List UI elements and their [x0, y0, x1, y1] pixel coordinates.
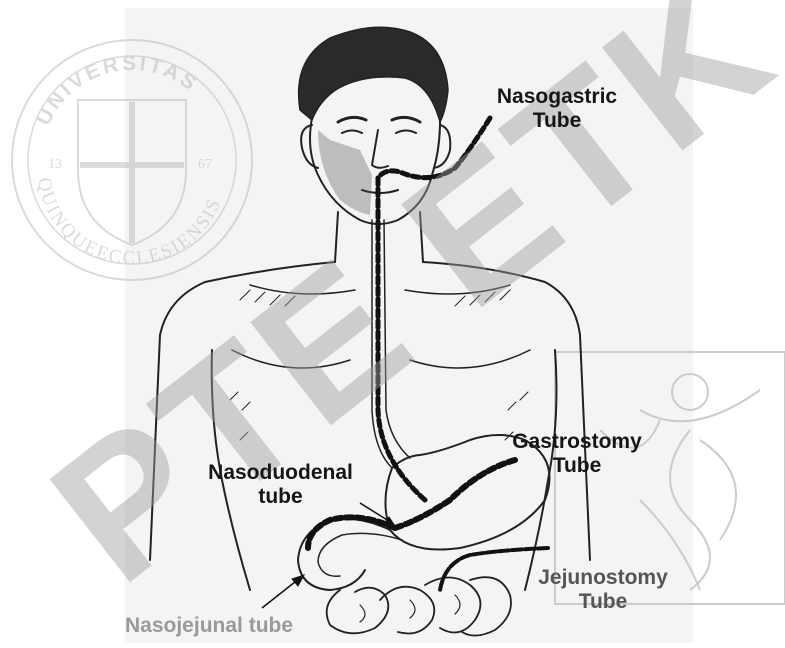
label-nasoduodenal-line2: tube — [188, 485, 373, 509]
label-nasogastric-line2: Tube — [482, 109, 632, 133]
label-gastrostomy-line2: Tube — [487, 454, 667, 478]
label-jejunostomy-line1: Jejunostomy — [508, 566, 698, 590]
label-gastrostomy-line1: Gastrostomy — [487, 430, 667, 454]
label-jejunostomy-line2: Tube — [508, 590, 698, 614]
label-nasoduodenal-tube: Nasoduodenal tube — [188, 461, 373, 509]
label-nasoduodenal-line1: Nasoduodenal — [188, 461, 373, 485]
label-gastrostomy-tube: Gastrostomy Tube — [487, 430, 667, 478]
label-nasojejunal-tube: Nasojejunal tube — [125, 614, 345, 638]
label-nasogastric-tube: Nasogastric Tube — [482, 85, 632, 133]
label-nasojejunal-line1: Nasojejunal tube — [125, 614, 345, 638]
label-nasogastric-line1: Nasogastric — [482, 85, 632, 109]
label-jejunostomy-tube: Jejunostomy Tube — [508, 566, 698, 614]
svg-text:13: 13 — [48, 157, 62, 172]
svg-text:67: 67 — [198, 157, 212, 172]
